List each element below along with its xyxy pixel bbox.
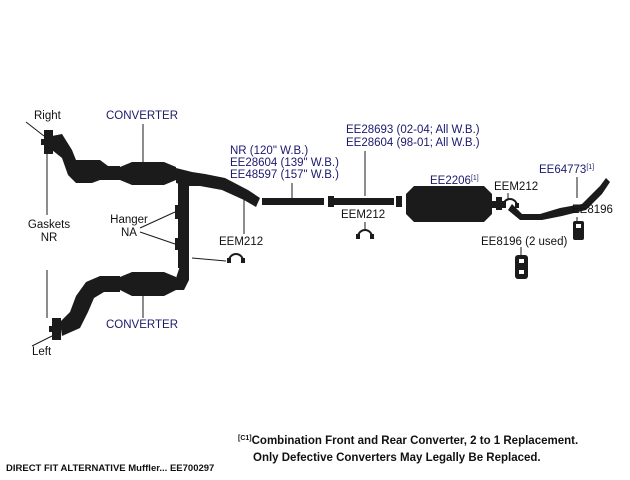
hanger-used-label: EE8196 (2 used) xyxy=(481,236,568,248)
connector-pipe xyxy=(334,198,394,205)
left-manifold-flange xyxy=(49,318,61,340)
hanger-label: Hanger NA xyxy=(106,214,152,240)
left-rear-pipe xyxy=(176,262,189,290)
eem212-right-label: EEM212 xyxy=(494,181,539,193)
footer-caption: DIRECT FIT ALTERNATIVE Muffler... EE7002… xyxy=(6,463,215,474)
gaskets-label: Gaskets NR xyxy=(26,219,72,245)
hanger-bracket-bottom xyxy=(175,238,181,250)
left-label: Left xyxy=(32,346,52,358)
right-manifold-flange xyxy=(41,130,53,154)
eem212-mid-label: EEM212 xyxy=(341,209,386,221)
pipe-option-3: EE48597 (157" W.B.) xyxy=(230,169,339,181)
converter-bottom-label: CONVERTER xyxy=(106,319,178,331)
right-label: Right xyxy=(34,110,61,122)
note-line-1: [C1]Combination Front and Rear Converter… xyxy=(238,435,578,447)
y-pipe-vertical xyxy=(178,175,189,268)
clamp-icon-right xyxy=(501,198,519,208)
clamp-icon-left xyxy=(227,253,245,263)
hanger-icon-lower xyxy=(515,255,528,279)
gaskets-nr-text: NR xyxy=(40,232,58,244)
tailpipe xyxy=(508,178,610,220)
bottom-converter xyxy=(120,272,176,296)
note-text-1: Combination Front and Rear Converter, 2 … xyxy=(251,435,579,447)
muffler-part: EE2206 xyxy=(430,175,471,187)
note-marker: [C1] xyxy=(238,435,252,442)
hanger-text: Hanger xyxy=(110,214,148,226)
connector-block-1 xyxy=(328,196,334,207)
converter-top-label: CONVERTER xyxy=(106,110,178,122)
note-line-2: Only Defective Converters May Legally Be… xyxy=(253,452,541,464)
intermediate-pipe xyxy=(262,198,324,205)
hanger-na-text: NA xyxy=(121,227,137,239)
pipe-option-2: EE28604 (139" W.B.) xyxy=(230,157,339,169)
muffler xyxy=(406,186,492,222)
tail-option-2: EE28604 (98-01; All W.B.) xyxy=(346,137,480,149)
tail-option-1: EE28693 (02-04; All W.B.) xyxy=(346,124,480,136)
tailpipe-sup: [1] xyxy=(586,164,595,171)
leader-lines xyxy=(25,121,578,347)
connector-block-2 xyxy=(396,196,402,207)
pipe-option-1: NR (120" W.B.) xyxy=(230,145,309,157)
right-front-pipe xyxy=(52,134,120,183)
muffler-sup: [1] xyxy=(470,175,479,182)
left-front-pipe xyxy=(60,276,120,336)
tailpipe-part: EE64773 xyxy=(539,164,587,176)
hanger-bracket-top xyxy=(175,205,181,219)
right-rear-pipe xyxy=(176,168,260,207)
hanger-icon-right xyxy=(573,221,584,240)
eem212-left-label: EEM212 xyxy=(219,236,264,248)
tailpipe-label: EE64773[1] xyxy=(539,164,594,177)
top-converter xyxy=(120,162,176,185)
gaskets-text: Gaskets xyxy=(27,219,71,231)
hanger-right-label: EE8196 xyxy=(572,204,613,216)
muffler-label: EE2206[1] xyxy=(430,175,479,188)
clamp-icon-mid xyxy=(356,229,374,239)
muffler-outlet-block xyxy=(496,197,502,210)
